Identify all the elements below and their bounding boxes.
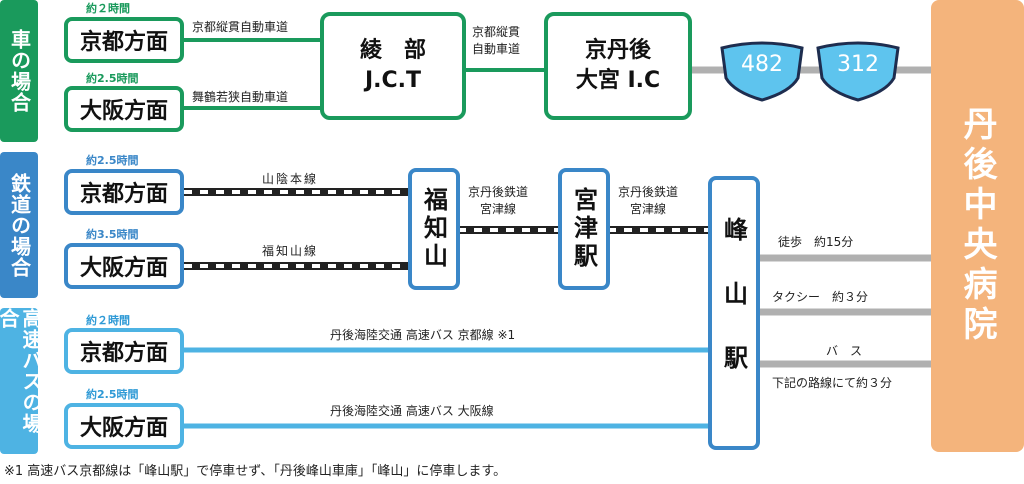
footnote: ※1 高速バス京都線は「峰山駅」で停車せず、「丹後峰山車庫」「峰山」に停車します… (4, 464, 507, 479)
omiya-ic: 京丹後 大宮 I.C (544, 12, 692, 120)
rail-kyoto-time: 約2.5時間 (86, 154, 139, 167)
hospital-destination: 丹後中央病院 (931, 0, 1024, 452)
route-312-shield (816, 41, 900, 102)
rail-osaka-line-label: 福知山線 (262, 244, 319, 258)
ayabe-jct: 綾 部 J.C.T (320, 12, 466, 120)
car-osaka-road: 舞鶴若狭自動車道 (192, 90, 289, 104)
bus-kyoto-route: 丹後海陸交通 高速バス 京都線 ※1 (330, 328, 516, 342)
bus-osaka-time: 約2.5時間 (86, 388, 139, 401)
rail-osaka-origin: 大阪方面 (64, 243, 184, 289)
route-482-shield (720, 41, 804, 102)
mineyama-station: 峰山駅 (708, 176, 760, 450)
rail-kyoto-line-label: 山陰本線 (262, 172, 319, 186)
section-rail: 鉄道の場合 (0, 152, 38, 298)
walk-label: 徒歩 約15分 (778, 235, 854, 249)
section-car: 車の場合 (0, 0, 38, 142)
car-osaka-origin: 大阪方面 (64, 86, 184, 132)
rail-seg1-label: 京丹後鉄道 宮津線 (468, 185, 529, 217)
bus-osaka-route: 丹後海陸交通 高速バス 大阪線 (330, 404, 494, 418)
route-312-label: 312 (837, 52, 879, 77)
car-mid-road: 京都縦貫 自動車道 (472, 25, 521, 57)
rail-kyoto-origin: 京都方面 (64, 169, 184, 215)
miyazu-station: 宮津駅 (558, 168, 610, 290)
fukuchiyama-station: 福知山 (408, 168, 460, 290)
car-kyoto-road: 京都縦貫自動車道 (192, 20, 289, 34)
bus-access-title: バ ス (826, 344, 863, 358)
route-482-label: 482 (741, 52, 783, 77)
car-kyoto-origin: 京都方面 (64, 17, 184, 63)
rail-seg2-label: 京丹後鉄道 宮津線 (618, 185, 679, 217)
rail-osaka-time: 約3.5時間 (86, 228, 139, 241)
bus-access-note: 下記の路線にて約３分 (772, 376, 893, 390)
car-osaka-time: 約2.5時間 (86, 72, 139, 85)
bus-kyoto-origin: 京都方面 (64, 328, 184, 374)
taxi-label: タクシー 約３分 (772, 290, 869, 304)
section-bus: 高速バスの場合 (0, 308, 43, 454)
bus-kyoto-time: 約２時間 (86, 314, 130, 327)
car-kyoto-time: 約２時間 (86, 2, 130, 15)
bus-osaka-origin: 大阪方面 (64, 403, 184, 449)
